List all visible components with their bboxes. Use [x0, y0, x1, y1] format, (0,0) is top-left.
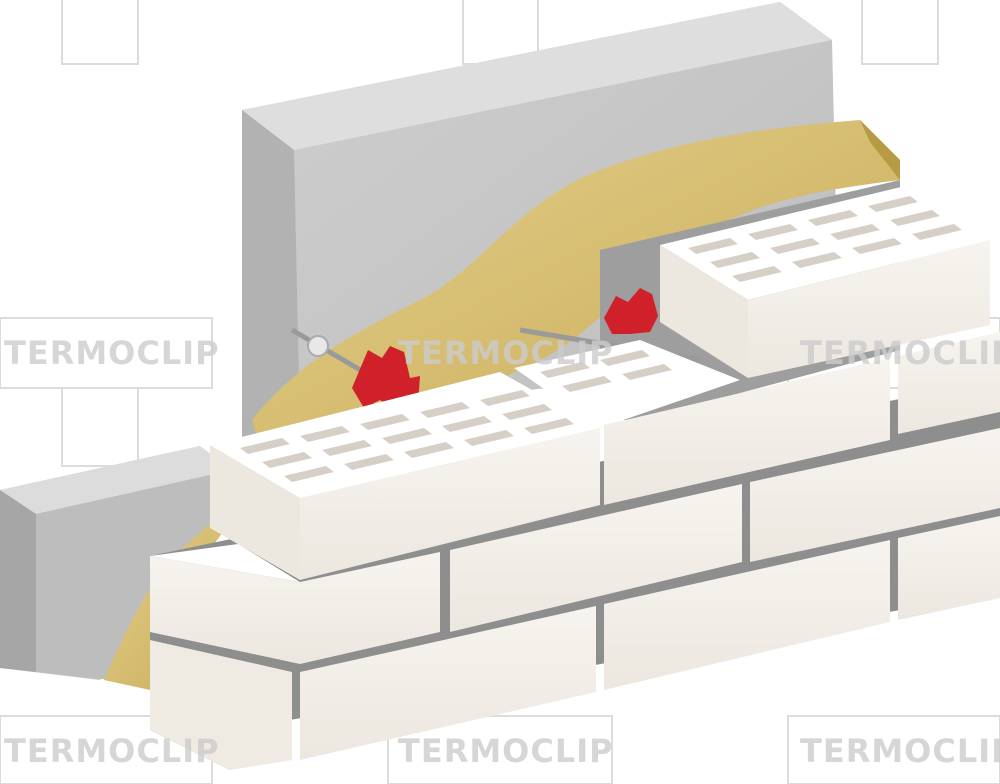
watermark-text: TERMOCLIP — [4, 732, 220, 770]
watermark-text: TERMOCLIP — [398, 334, 614, 372]
insulation-clip-icon — [352, 288, 658, 410]
watermark-text: TERMOCLIP — [800, 732, 1000, 770]
watermark-text: TERMOCLIP — [800, 334, 1000, 372]
brick-veneer — [150, 186, 1000, 770]
watermark-text-group: TERMOCLIP TERMOCLIP TERMOCLIP TERMOCLIP … — [4, 334, 1000, 770]
brick-perforations — [240, 196, 962, 482]
watermark-text: TERMOCLIP — [4, 334, 220, 372]
watermark-text: TERMOCLIP — [398, 732, 614, 770]
